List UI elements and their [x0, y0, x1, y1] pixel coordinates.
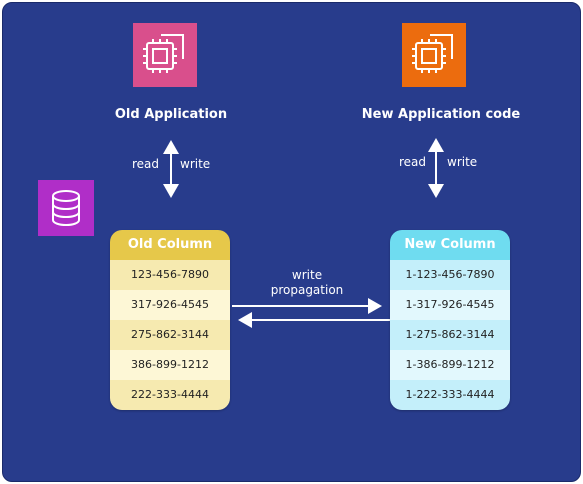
table-row: 386-899-1212 — [110, 350, 230, 380]
new-read-label: read — [399, 155, 427, 169]
table-row: 317-926-4545 — [110, 290, 230, 320]
table-row: 222-333-4444 — [110, 380, 230, 410]
write-propagation-label: write propagation — [262, 268, 352, 298]
table-row: 1-123-456-7890 — [390, 260, 510, 290]
database-icon — [38, 180, 94, 236]
old-write-label: write — [180, 157, 211, 171]
table-row: 1-386-899-1212 — [390, 350, 510, 380]
propagation-line-1: write — [291, 268, 323, 282]
old-app-label: Old Application — [114, 107, 228, 122]
table-row: 1-222-333-4444 — [390, 380, 510, 410]
propagation-line-2: propagation — [270, 283, 344, 297]
old-app-chip-icon — [133, 23, 197, 87]
new-column-table: New Column 1-123-456-7890 1-317-926-4545… — [390, 230, 510, 410]
table-row: 1-317-926-4545 — [390, 290, 510, 320]
new-write-label: write — [447, 155, 478, 169]
old-column-header: Old Column — [110, 230, 230, 260]
new-column-header: New Column — [390, 230, 510, 260]
table-row: 275-862-3144 — [110, 320, 230, 350]
old-column-table: Old Column 123-456-7890 317-926-4545 275… — [110, 230, 230, 410]
table-row: 123-456-7890 — [110, 260, 230, 290]
old-read-label: read — [132, 157, 160, 171]
new-app-label: New Application code — [361, 107, 521, 122]
table-row: 1-275-862-3144 — [390, 320, 510, 350]
new-app-chip-icon — [402, 23, 466, 87]
